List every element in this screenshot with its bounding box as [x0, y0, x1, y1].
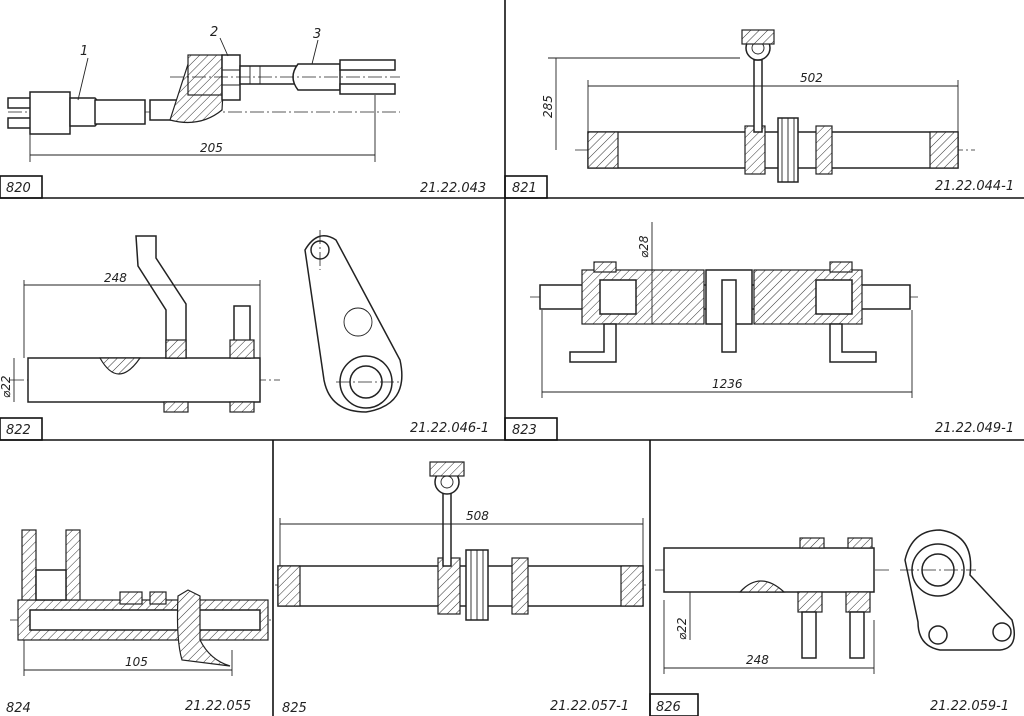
dimension-diameter-22: ⌀22	[0, 376, 13, 399]
dimension-1236: 1236	[712, 377, 743, 391]
dimension-285: 285	[541, 95, 555, 118]
panel-number: 824	[6, 701, 31, 716]
panel-number: 820	[6, 181, 31, 196]
dimension-diameter-22: ⌀22	[675, 618, 689, 641]
dimension-502: 502	[800, 71, 823, 85]
part-code: 21.22.044-1	[935, 179, 1014, 194]
panel-821: 502 285 821 21.22.044-1	[504, 29, 1014, 199]
callout-2: 2	[210, 25, 218, 40]
part-drawing-821	[548, 29, 975, 183]
panel-820: 1 2 3 205 820 21.22.043	[0, 25, 486, 199]
dimension-105: 105	[125, 655, 148, 669]
panel-number: 826	[656, 700, 681, 715]
dimension-205: 205	[200, 141, 223, 155]
panel-number: 825	[282, 701, 307, 716]
part-code: 21.22.059-1	[930, 699, 1009, 714]
dimension-diameter-28: ⌀28	[637, 235, 651, 258]
part-drawing-823	[530, 222, 920, 398]
part-code: 21.22.057-1	[550, 699, 629, 714]
dimension-248: 248	[104, 271, 127, 285]
dimension-248: 248	[746, 653, 769, 667]
part-code: 21.22.046-1	[410, 421, 489, 436]
panel-822: 248 ⌀22 822 21.22.046-1	[0, 230, 489, 441]
panel-826: ⌀22 248 826 21.22.059-1	[649, 529, 1015, 716]
panel-824: 105 824 21.22.055	[6, 529, 272, 716]
part-drawing-825	[275, 461, 648, 621]
callout-3: 3	[313, 27, 321, 42]
part-code: 21.22.043	[420, 181, 486, 196]
part-code: 21.22.055	[185, 699, 251, 714]
callout-1: 1	[80, 44, 88, 59]
panel-825: 508 825 21.22.057-1	[275, 461, 648, 716]
part-drawing-826	[655, 529, 1015, 674]
panel-number: 823	[512, 423, 537, 438]
part-drawing-824	[10, 529, 272, 676]
part-drawing-820	[7, 37, 400, 162]
dimension-508: 508	[466, 509, 489, 523]
part-code: 21.22.049-1	[935, 421, 1014, 436]
panel-number: 821	[512, 181, 537, 196]
part-drawing-822	[10, 230, 403, 413]
panel-823: ⌀28 1236 823 21.22.049-1	[504, 222, 1014, 441]
panel-number: 822	[6, 423, 31, 438]
